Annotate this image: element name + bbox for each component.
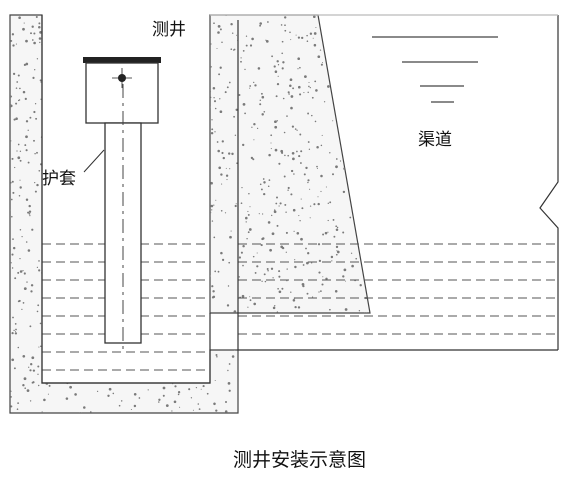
casing-pipe xyxy=(104,84,142,350)
diagram-caption: 测井安装示意图 xyxy=(233,449,366,471)
casing-leader-line xyxy=(83,149,105,173)
water-level-symbol xyxy=(372,36,498,103)
concrete-structure xyxy=(9,14,371,414)
structure-outline xyxy=(41,14,559,384)
label-casing: 护套 xyxy=(42,169,76,189)
label-channel: 渠道 xyxy=(418,130,452,150)
label-well: 测井 xyxy=(152,20,186,40)
well-sensor-head xyxy=(83,57,161,124)
